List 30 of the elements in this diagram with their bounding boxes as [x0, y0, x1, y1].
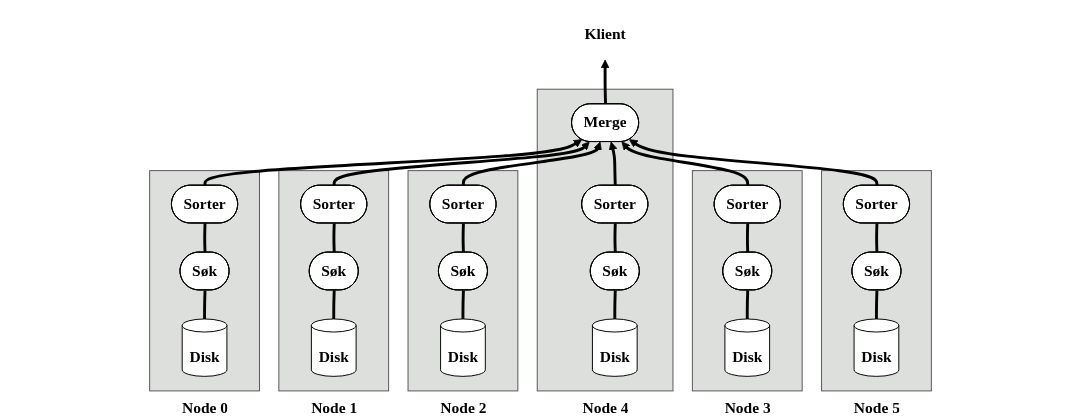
connector — [613, 223, 617, 253]
arrow — [461, 141, 602, 186]
connector — [745, 290, 750, 319]
connector — [875, 290, 879, 319]
node-label: Node 5 — [853, 399, 900, 417]
connector — [332, 223, 336, 253]
cluster — [536, 88, 674, 392]
cluster — [407, 170, 519, 392]
node-label: Node 2 — [440, 399, 487, 417]
connector — [745, 223, 750, 253]
node-label: Node 0 — [181, 399, 229, 417]
arrow — [332, 141, 590, 186]
cluster — [278, 170, 390, 392]
node-label: Node 4 — [582, 399, 629, 417]
cluster — [149, 170, 260, 392]
cluster — [691, 170, 803, 392]
arrow — [608, 141, 618, 186]
connector — [875, 223, 879, 253]
arrow — [621, 141, 750, 186]
connector — [203, 223, 207, 253]
node-text: Klient — [584, 25, 626, 42]
connector — [613, 290, 617, 319]
connector — [332, 290, 336, 319]
node-label: Node 3 — [724, 399, 771, 417]
cluster — [821, 170, 932, 392]
connector — [203, 290, 207, 319]
connector — [461, 290, 465, 319]
node-label: Node 1 — [311, 399, 358, 417]
connector — [461, 223, 465, 253]
arrow — [600, 59, 610, 105]
